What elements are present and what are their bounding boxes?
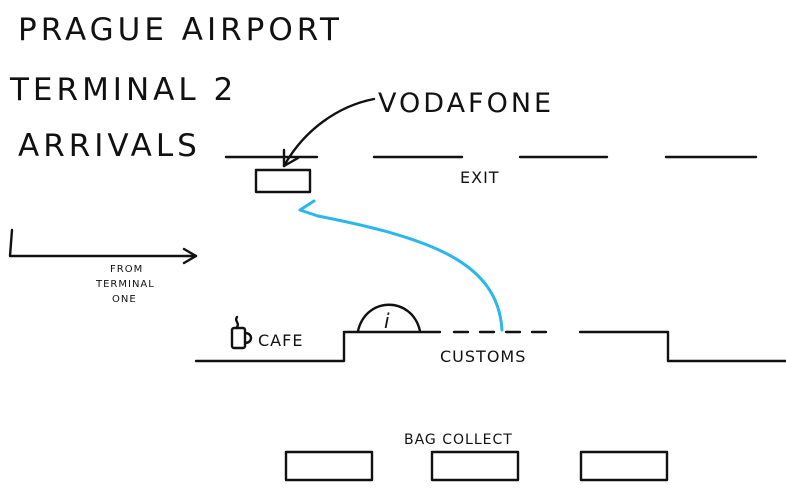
title-line-3: ARRIVALS bbox=[18, 128, 201, 164]
info-dome-icon bbox=[356, 303, 422, 333]
coffee-cup-icon bbox=[230, 315, 253, 350]
route-arrowhead bbox=[298, 199, 320, 218]
cafe-label: CAFE bbox=[258, 331, 303, 350]
title-line-1: PRAGUE AIRPORT bbox=[18, 12, 343, 48]
vodafone-label: VODAFONE bbox=[378, 88, 554, 119]
baggage-carousel-2 bbox=[430, 450, 520, 482]
baggage-carousel-3 bbox=[579, 450, 669, 482]
from-label-line-2: TERMINAL bbox=[95, 279, 155, 290]
exit-label: EXIT bbox=[460, 168, 500, 187]
from-terminal-arrow bbox=[8, 228, 198, 265]
customs-wall bbox=[194, 330, 786, 363]
baggage-carousels bbox=[284, 450, 669, 482]
title-line-2: TERMINAL 2 bbox=[9, 72, 237, 108]
customs-label: CUSTOMS bbox=[440, 347, 526, 366]
baggage-carousel-1 bbox=[284, 450, 374, 482]
vodafone-shop bbox=[254, 168, 312, 194]
route-arrow bbox=[316, 214, 504, 332]
bag-collect-label: BAG COLLECT bbox=[404, 432, 513, 448]
from-label-line-1: FROM bbox=[110, 264, 143, 275]
vodafone-pointer-arrow bbox=[282, 97, 376, 168]
info-label: i bbox=[384, 309, 390, 333]
from-label-line-3: ONE bbox=[112, 294, 137, 305]
